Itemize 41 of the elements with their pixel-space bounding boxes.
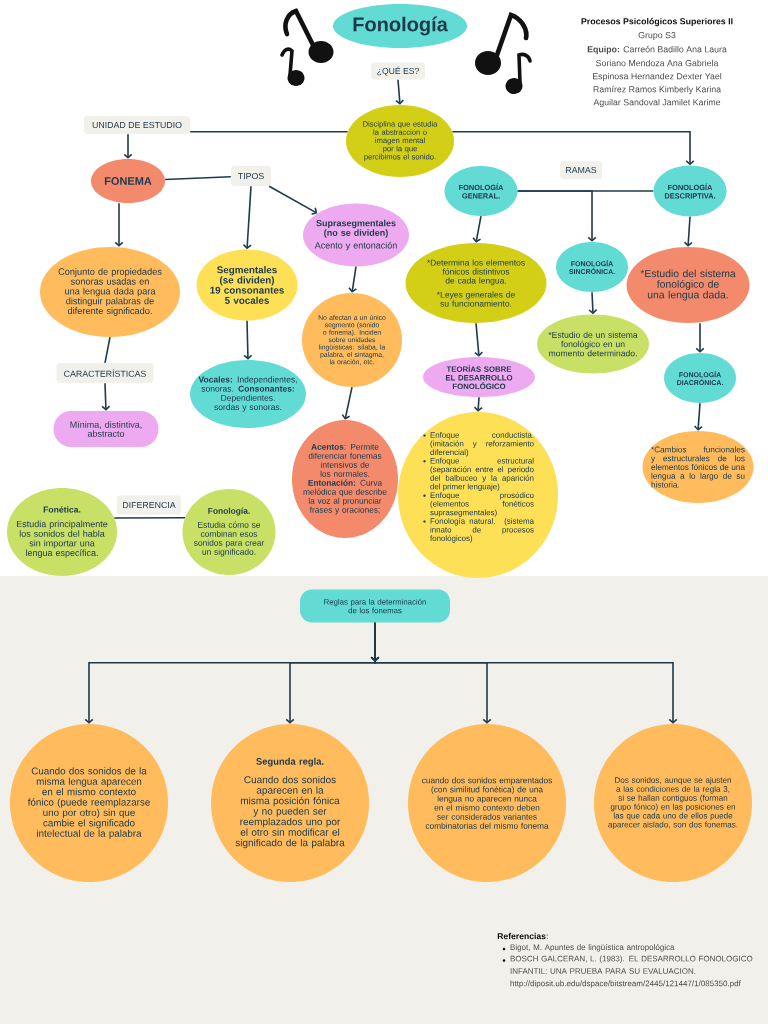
arrow bbox=[516, 190, 597, 242]
label-box: DIFERENCIA bbox=[117, 495, 181, 515]
arrow bbox=[370, 621, 678, 724]
team-info-text: Espinosa Hernandez Dexter Yael bbox=[593, 72, 722, 82]
arrow bbox=[101, 382, 111, 411]
team-info-text: Soriano Mendoza Ana Gabriela bbox=[596, 59, 719, 67]
arrow bbox=[242, 185, 252, 250]
arrow bbox=[683, 215, 693, 247]
concept-pill: Mínima, distintiva, abstracto bbox=[53, 411, 159, 447]
arrow bbox=[114, 202, 124, 247]
arrow bbox=[243, 319, 253, 360]
connector-line bbox=[164, 176, 232, 181]
arrow bbox=[588, 291, 598, 315]
arrow bbox=[341, 386, 353, 420]
course-title: Procesos Psicológicos Superiores II bbox=[581, 17, 733, 27]
concept-ellipse bbox=[398, 412, 558, 578]
arrow bbox=[395, 78, 405, 105]
team-info-text: Aguilar Sandoval Jamilet Karime bbox=[593, 98, 721, 108]
label-box: TIPOS bbox=[231, 166, 271, 186]
connector-line bbox=[189, 130, 349, 133]
label-box: RAMAS bbox=[560, 161, 602, 179]
label-box: ¿QUÉ ES? bbox=[371, 62, 425, 80]
label-box: CARACTERÍSTICAS bbox=[56, 363, 154, 383]
label-box: UNIDAD DE ESTUDIO bbox=[84, 116, 190, 134]
team-info-text: Grupo S3 bbox=[638, 32, 676, 40]
arrow bbox=[268, 185, 318, 216]
team-info-text: Ramírez Ramos Kimberly Karina bbox=[593, 85, 722, 95]
arrow bbox=[472, 215, 482, 243]
reference-item: BOSCH GALCERAN, L. (1983). EL DESARROLLO FONOLOGICO INFANTIL: UNA PRUEBA PARA SU EVALUACION. http://diposit.ub.edu/dspace/bitstream/2445/121447/1/085350.pdf bbox=[510, 955, 753, 988]
arrow bbox=[695, 322, 705, 353]
arrow bbox=[451, 130, 695, 166]
arrow bbox=[693, 402, 703, 431]
connector-line bbox=[113, 516, 186, 519]
connector-line bbox=[104, 336, 111, 364]
reference-item: Bigot, M. Apuntes de lingüística antropológica bbox=[510, 944, 675, 952]
reference-heading: Referencias: bbox=[497, 932, 548, 940]
arrow bbox=[123, 133, 133, 159]
team-info-text: Equipo: Carreón Badillo Ana Laura bbox=[587, 45, 727, 55]
arrow bbox=[474, 322, 484, 357]
arrow bbox=[473, 396, 483, 412]
arrow bbox=[348, 265, 358, 293]
